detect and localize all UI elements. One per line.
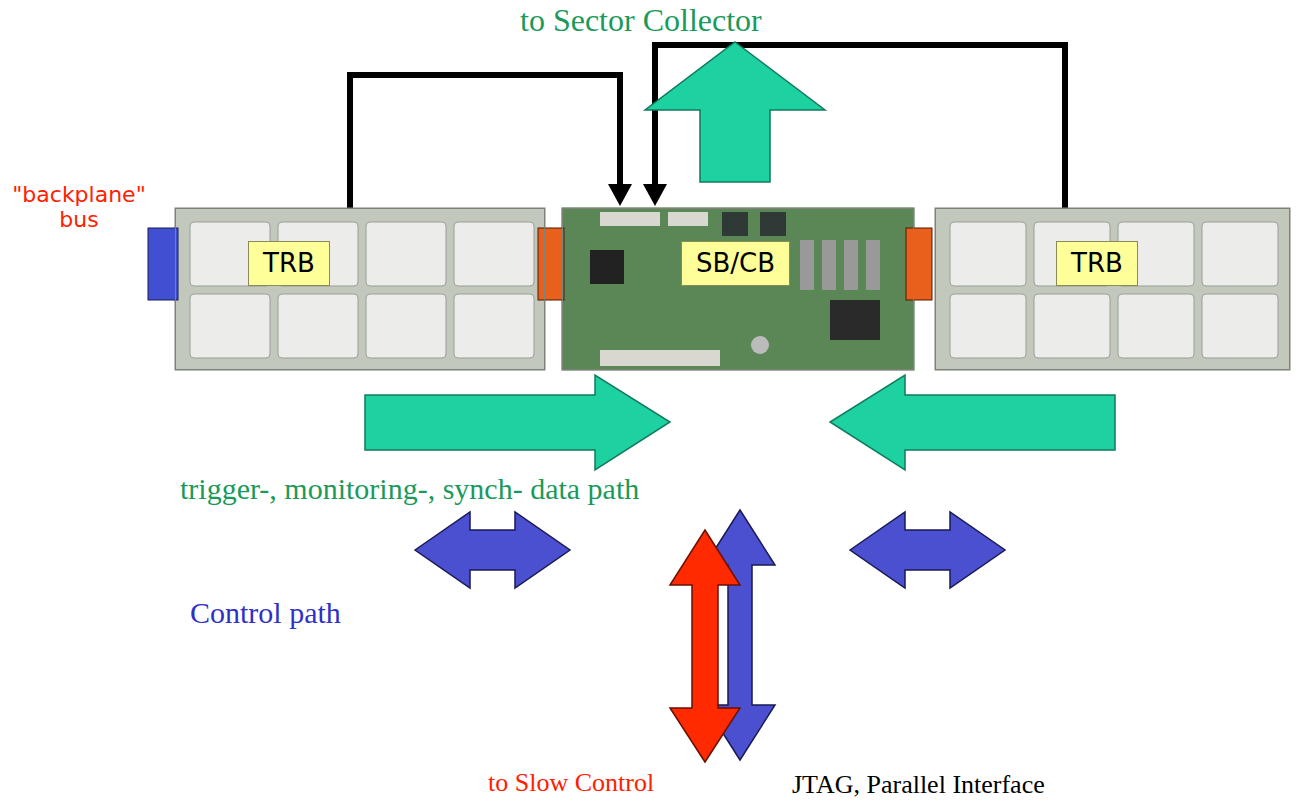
data-link	[350, 75, 632, 208]
board-art	[175, 208, 545, 370]
block-arrow	[830, 375, 1115, 470]
bus-label: "backplane" bus	[4, 182, 154, 233]
board-label: SB/CB	[681, 241, 790, 286]
path-label: Control path	[190, 596, 341, 631]
destination-label: to Sector Collector	[520, 2, 762, 39]
double-arrow	[670, 530, 740, 762]
interface-label: JTAG, Parallel Interface	[792, 770, 1045, 800]
board-label: TRB	[1056, 241, 1138, 286]
circuit-board: SB/CB	[562, 208, 914, 370]
bus-connector	[148, 228, 178, 300]
circuit-board: TRB	[175, 208, 545, 370]
destination-label: to Slow Control	[488, 768, 654, 798]
board-connector	[538, 228, 564, 300]
double-arrow	[415, 512, 570, 588]
path-label: trigger-, monitoring-, synch- data path	[180, 472, 639, 507]
board-connector	[906, 228, 932, 300]
board-art	[935, 208, 1290, 370]
block-arrow	[645, 42, 825, 182]
board-label: TRB	[248, 241, 330, 286]
board-art	[562, 208, 914, 370]
block-arrow	[365, 375, 670, 470]
double-arrow	[850, 512, 1005, 588]
circuit-board: TRB	[935, 208, 1290, 370]
